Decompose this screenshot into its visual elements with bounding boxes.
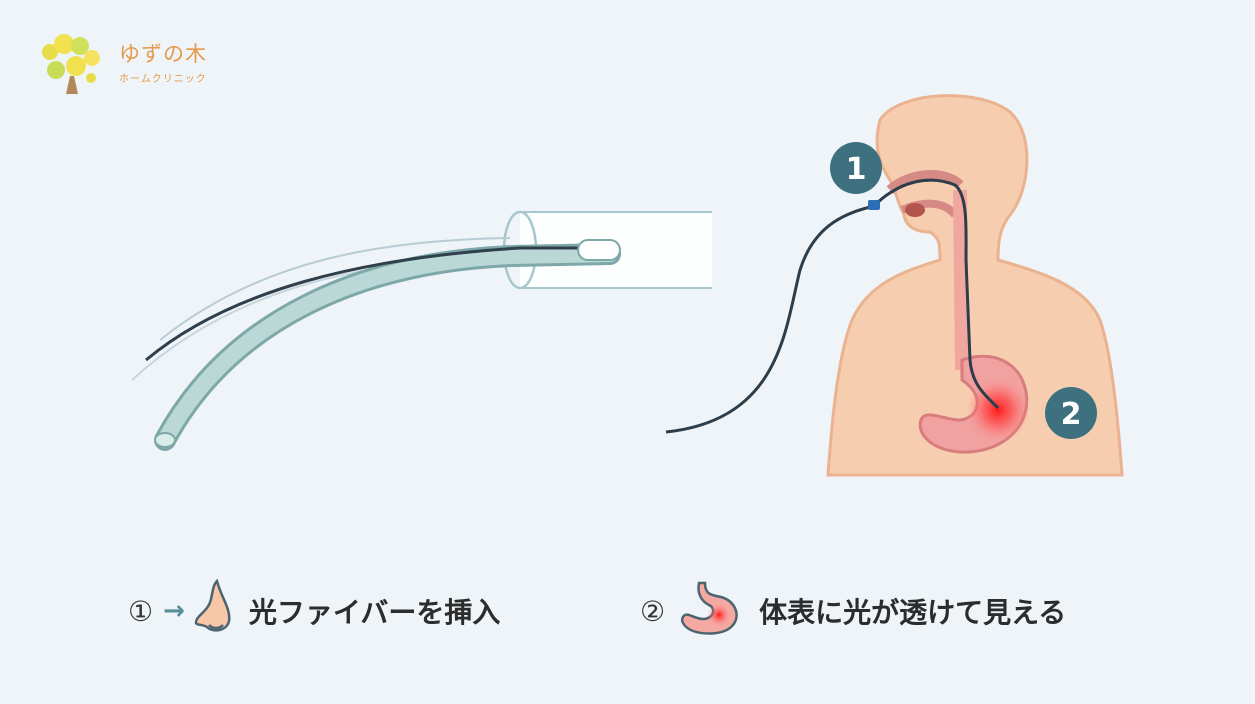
caption-step2: ② 体表に光が透けて見える (640, 581, 1067, 635)
clinic-logo: ゆずの木 ホームクリニック (36, 32, 236, 102)
fiber-cable (665, 178, 1000, 434)
nose-icon (191, 578, 235, 644)
step2-text: 体表に光が透けて見える (759, 596, 1067, 629)
step2-number: ② (640, 594, 666, 628)
svg-text:1: 1 (846, 152, 867, 187)
body-figure (826, 94, 1124, 477)
step1-number: ① (128, 594, 154, 628)
marker-2: 2 (1045, 387, 1097, 439)
arrow-icon: → (163, 596, 185, 626)
marker-1: 1 (830, 142, 882, 194)
step1-text: 光ファイバーを挿入 (248, 596, 501, 629)
clinic-subtitle: ホームクリニック (119, 74, 207, 85)
connector-icon (868, 200, 880, 210)
stomach-icon (675, 579, 745, 644)
caption-step1: ① → 光ファイバーを挿入 (128, 578, 501, 634)
svg-text:2: 2 (1061, 397, 1082, 432)
fiber-and-tube (131, 210, 712, 451)
clinic-name: ゆずの木 (119, 42, 207, 66)
yuzu-tree-icon (42, 34, 100, 94)
